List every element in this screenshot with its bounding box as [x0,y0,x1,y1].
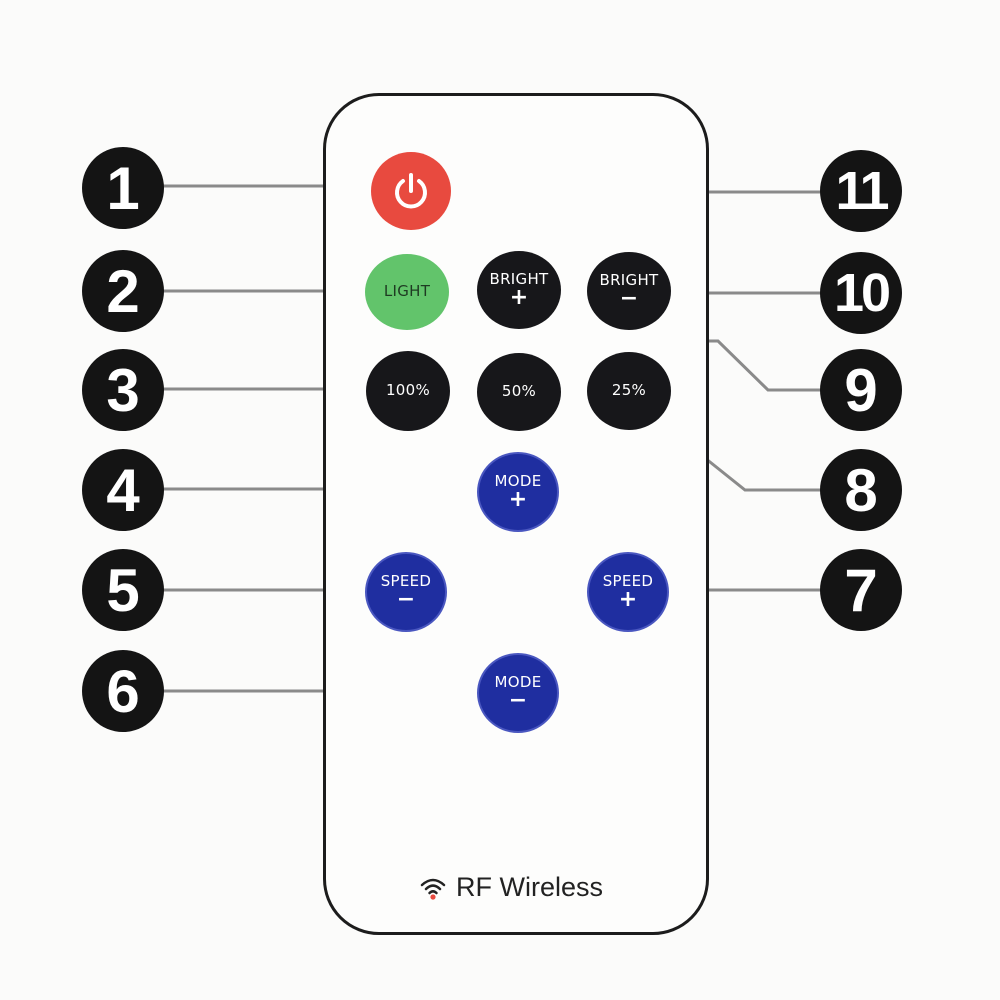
power-icon [395,173,427,209]
rf-wireless-label: RF Wireless [456,872,603,902]
mode-plus-button[interactable]: MODE + [477,452,559,532]
bright-minus-button[interactable]: BRIGHT − [587,252,671,330]
level-25-button[interactable]: 25% [587,352,671,430]
level-50-label: 50% [501,382,537,401]
rf-wireless-footer: RF Wireless [420,872,603,903]
power-button[interactable] [371,152,451,230]
level-100-label: 100% [385,381,431,400]
callout-8: 8 [820,449,902,531]
bright-plus-button[interactable]: BRIGHT + [477,251,561,329]
callout-7: 7 [820,549,902,631]
minus-icon: − [619,285,639,311]
bright-minus-label: BRIGHT [599,271,659,290]
wifi-icon [420,878,446,900]
speed-plus-label: SPEED [602,572,654,591]
level-100-button[interactable]: 100% [366,351,450,431]
plus-icon: + [508,486,528,512]
callout-11: 11 [820,150,902,232]
level-50-button[interactable]: 50% [477,353,561,431]
callout-1: 1 [82,147,164,229]
callout-4: 4 [82,449,164,531]
mode-minus-button[interactable]: MODE − [477,653,559,733]
plus-icon: + [509,284,529,310]
speed-minus-label: SPEED [380,572,432,591]
speed-minus-button[interactable]: SPEED − [365,552,447,632]
callout-3: 3 [82,349,164,431]
mode-minus-label: MODE [494,673,542,692]
bright-plus-label: BRIGHT [489,270,549,289]
level-25-label: 25% [611,381,647,400]
mode-plus-label: MODE [494,472,542,491]
callout-10: 10 [820,252,902,334]
minus-icon: − [508,687,528,713]
speed-plus-button[interactable]: SPEED + [587,552,669,632]
light-label: LIGHT [383,282,431,301]
callout-5: 5 [82,549,164,631]
minus-icon: − [396,586,416,612]
plus-icon: + [618,586,638,612]
light-button[interactable]: LIGHT [365,254,449,330]
callout-2: 2 [82,250,164,332]
callout-6: 6 [82,650,164,732]
callout-9: 9 [820,349,902,431]
